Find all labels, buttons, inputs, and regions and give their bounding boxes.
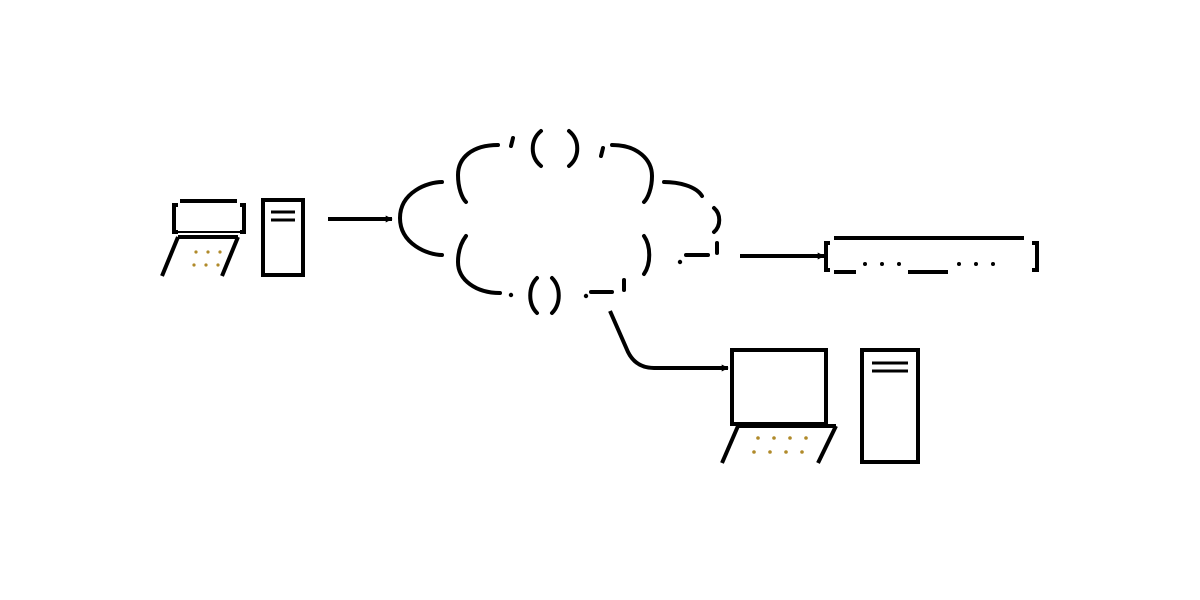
rack-dots — [863, 262, 995, 266]
desktop-computer-large-icon — [720, 348, 920, 464]
curved-arrow-icon — [608, 310, 729, 372]
cloud-dots — [508, 259, 683, 299]
keyboard-dots-small — [192, 250, 222, 267]
desktop-computer-small-icon — [160, 198, 305, 277]
rack-device-icon — [824, 236, 1039, 274]
keyboard-dots-large — [752, 436, 808, 454]
cloud-icon — [397, 129, 722, 315]
